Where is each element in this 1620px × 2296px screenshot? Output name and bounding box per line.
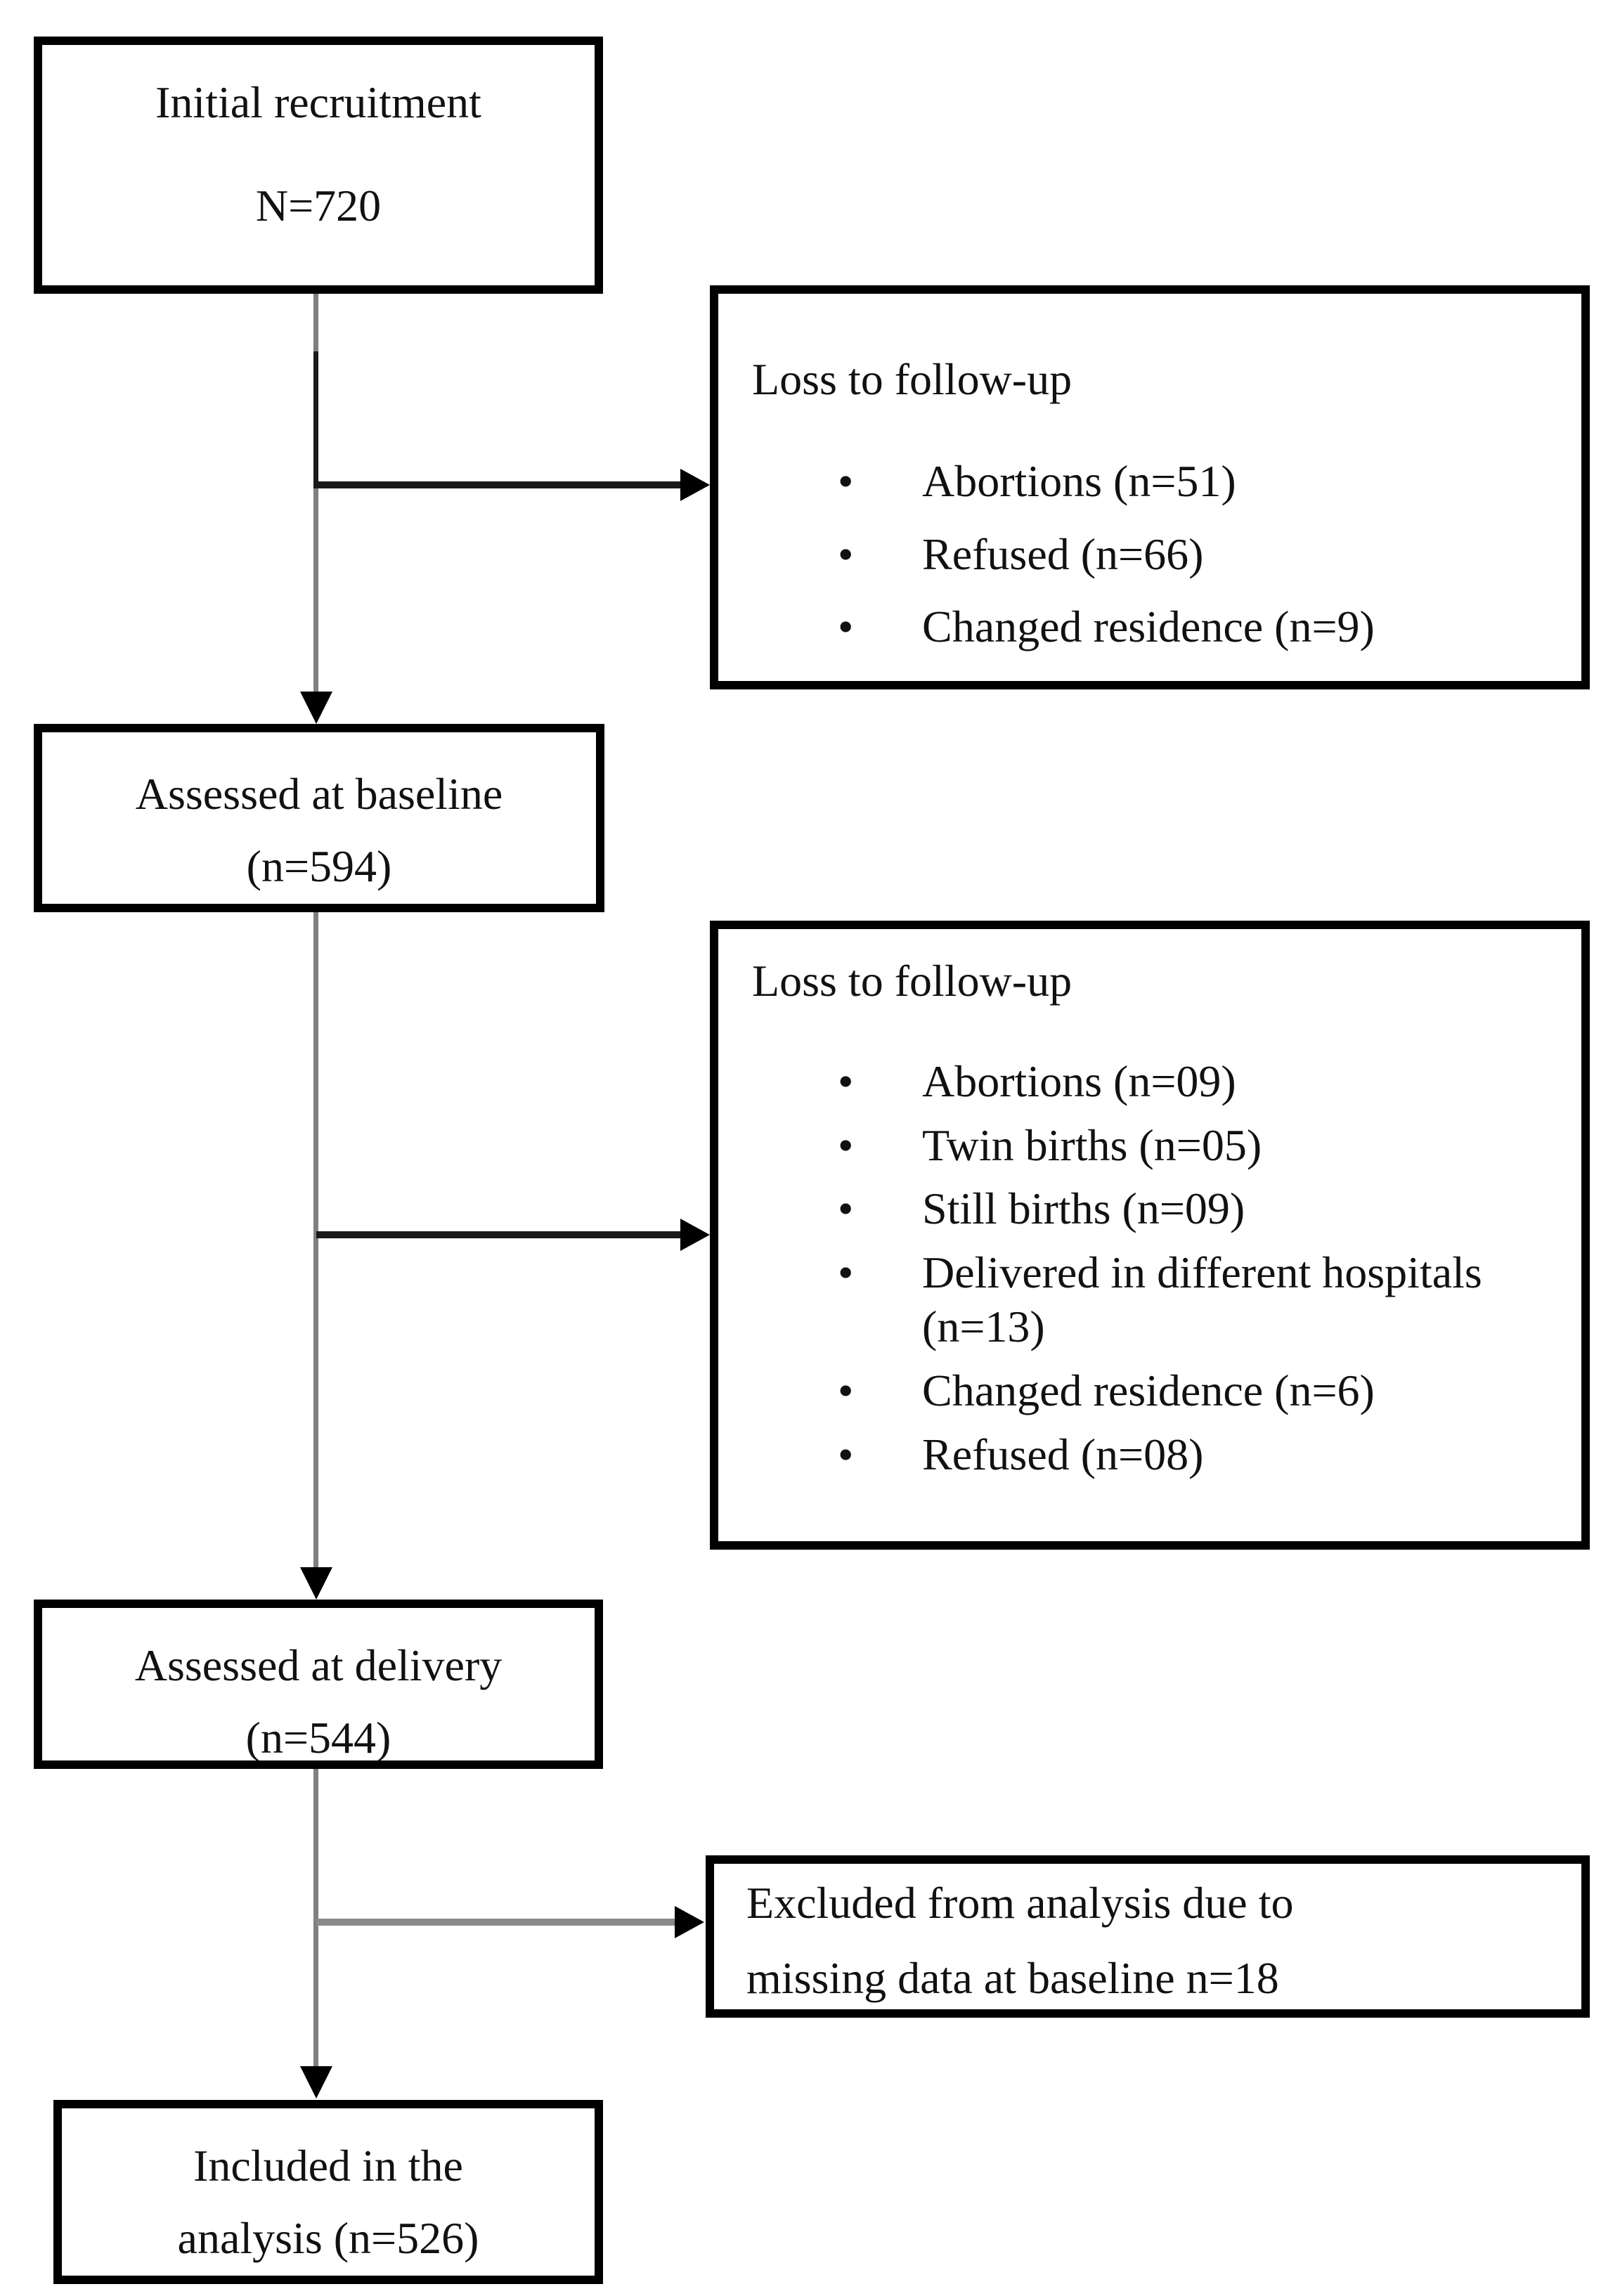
included-line2: analysis (n=526) bbox=[177, 2212, 479, 2263]
list-item: • Twin births (n=05) bbox=[838, 1119, 1498, 1173]
assessed-at-baseline-label: Assessed at baseline bbox=[135, 769, 503, 819]
initial-recruitment-box: Initial recruitment N=720 bbox=[34, 37, 603, 294]
connector-initial-to-baseline-line bbox=[313, 294, 318, 696]
connector-branch-to-excluded-line bbox=[316, 1919, 678, 1926]
arrowhead-into-excluded-icon bbox=[675, 1906, 704, 1938]
loss-followup-2-list: • Abortions (n=09) • Twin births (n=05) … bbox=[838, 1055, 1560, 1482]
excluded-line1: Excluded from analysis due to bbox=[746, 1878, 1294, 1928]
initial-recruitment-count: N=720 bbox=[255, 180, 382, 231]
list-item: • Abortions (n=51) bbox=[838, 455, 1498, 509]
arrowhead-into-loss2-icon bbox=[680, 1219, 710, 1251]
loss-followup-1-list: • Abortions (n=51) • Refused (n=66) • Ch… bbox=[838, 455, 1560, 654]
loss-followup-1-box: Loss to follow-up • Abortions (n=51) • R… bbox=[710, 285, 1590, 689]
assessed-at-delivery-label: Assessed at delivery bbox=[134, 1640, 503, 1690]
list-item-label: Changed residence (n=9) bbox=[922, 602, 1375, 652]
list-item-label: Refused (n=08) bbox=[922, 1429, 1204, 1479]
bullet-icon: • bbox=[838, 528, 854, 579]
initial-recruitment-label: Initial recruitment bbox=[155, 77, 481, 127]
list-item-label: Changed residence (n=6) bbox=[922, 1365, 1375, 1415]
bullet-icon: • bbox=[838, 1365, 854, 1415]
connector-branch-to-loss1-line bbox=[316, 481, 683, 488]
arrowhead-into-included-icon bbox=[300, 2066, 332, 2099]
included-in-analysis-box: Included in the analysis (n=526) bbox=[53, 2100, 603, 2284]
list-item-label: Refused (n=66) bbox=[922, 528, 1204, 579]
excluded-line2: missing data at baseline n=18 bbox=[746, 1952, 1279, 2003]
assessed-at-baseline-box: Assessed at baseline (n=594) bbox=[34, 724, 604, 912]
assessed-at-delivery-count: (n=544) bbox=[245, 1712, 391, 1763]
bullet-icon: • bbox=[838, 455, 854, 506]
list-item: • Abortions (n=09) bbox=[838, 1055, 1498, 1109]
assessed-at-delivery-box: Assessed at delivery (n=544) bbox=[34, 1600, 603, 1769]
bullet-icon: • bbox=[838, 1120, 854, 1170]
excluded-from-analysis-box: Excluded from analysis due to missing da… bbox=[706, 1855, 1590, 2018]
arrowhead-into-baseline-icon bbox=[300, 692, 332, 724]
arrowhead-into-loss1-icon bbox=[680, 469, 710, 501]
list-item: • Delivered in different hospitals (n=13… bbox=[838, 1246, 1498, 1354]
included-line1: Included in the bbox=[193, 2141, 463, 2191]
list-item-label: Delivered in different hospitals (n=13) bbox=[922, 1247, 1482, 1351]
list-item-label: Abortions (n=51) bbox=[922, 455, 1236, 506]
list-item: • Refused (n=66) bbox=[838, 528, 1498, 582]
bullet-icon: • bbox=[838, 1247, 854, 1298]
list-item: • Changed residence (n=9) bbox=[838, 600, 1498, 654]
connector-initial-elbow-segment bbox=[313, 351, 318, 488]
loss-followup-2-box: Loss to follow-up • Abortions (n=09) • T… bbox=[710, 921, 1590, 1550]
bullet-icon: • bbox=[838, 602, 854, 652]
list-item-label: Abortions (n=09) bbox=[922, 1056, 1236, 1106]
bullet-icon: • bbox=[838, 1183, 854, 1234]
arrowhead-into-delivery-icon bbox=[300, 1567, 332, 1600]
list-item: • Changed residence (n=6) bbox=[838, 1364, 1498, 1418]
loss-followup-2-title: Loss to follow-up bbox=[752, 956, 1073, 1006]
bullet-icon: • bbox=[838, 1056, 854, 1106]
list-item: • Still births (n=09) bbox=[838, 1182, 1498, 1236]
connector-delivery-to-included-line bbox=[313, 1769, 318, 2068]
assessed-at-baseline-count: (n=594) bbox=[246, 841, 392, 891]
list-item-label: Twin births (n=05) bbox=[922, 1120, 1262, 1170]
connector-baseline-to-delivery-line bbox=[313, 912, 318, 1570]
connector-branch-to-loss2-line bbox=[316, 1231, 683, 1238]
list-item: • Refused (n=08) bbox=[838, 1428, 1498, 1482]
bullet-icon: • bbox=[838, 1429, 854, 1479]
list-item-label: Still births (n=09) bbox=[922, 1183, 1245, 1234]
loss-followup-1-title: Loss to follow-up bbox=[752, 354, 1073, 404]
